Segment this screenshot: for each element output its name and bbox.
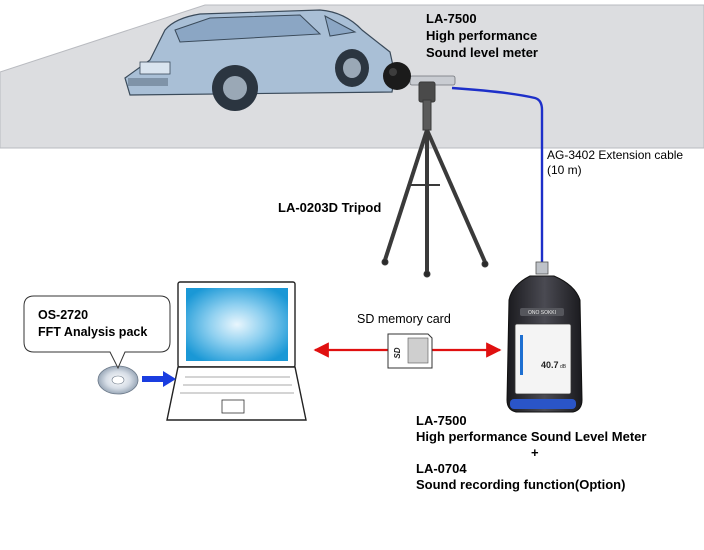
- meter-bottom-model: LA-7500: [416, 413, 467, 428]
- extension-cable: [451, 86, 544, 270]
- meter-top-label: LA-7500 High performance Sound level met…: [426, 10, 538, 61]
- software-label: OS-2720 FFT Analysis pack: [38, 307, 147, 341]
- software-model: OS-2720: [38, 308, 89, 322]
- meter-brand-text: ONO SOKKI: [528, 310, 556, 316]
- meter-bottom-plus: +: [531, 445, 539, 460]
- tripod-label: LA-0203D Tripod: [278, 200, 382, 215]
- extension-cable-model: AG-3402 Extension cable: [547, 148, 684, 162]
- tripod-icon: [381, 81, 489, 278]
- meter-bottom-option-desc: Sound recording function(Option): [416, 477, 626, 492]
- sound-level-meter-icon: ONO SOKKI 40.7 dB: [506, 261, 583, 413]
- software-name: FFT Analysis pack: [38, 325, 148, 339]
- meter-bottom-label: LA-7500 High performance Sound Level Met…: [416, 413, 646, 493]
- meter-top-desc-1: High performance: [426, 28, 538, 43]
- meter-unit-text: dB: [560, 364, 567, 370]
- meter-bottom-option-model: LA-0704: [416, 461, 467, 476]
- sd-card-label: SD memory card: [357, 312, 451, 326]
- sd-card-glyph: SD: [393, 347, 402, 358]
- laptop-icon: [166, 281, 307, 421]
- cd-icon: [97, 365, 139, 395]
- meter-bottom-desc: High performance Sound Level Meter: [416, 429, 647, 444]
- meter-top-desc-2: Sound level meter: [426, 45, 538, 60]
- meter-reading-text: 40.7: [541, 360, 559, 370]
- software-callout-bubble: [23, 295, 171, 370]
- extension-cable-label: AG-3402 Extension cable (10 m): [547, 148, 683, 178]
- extension-cable-length: (10 m): [547, 163, 582, 177]
- sd-card-icon: SD: [387, 333, 433, 369]
- car-icon: [124, 9, 396, 111]
- cd-to-laptop-arrow: [142, 371, 176, 387]
- meter-top-model: LA-7500: [426, 11, 477, 26]
